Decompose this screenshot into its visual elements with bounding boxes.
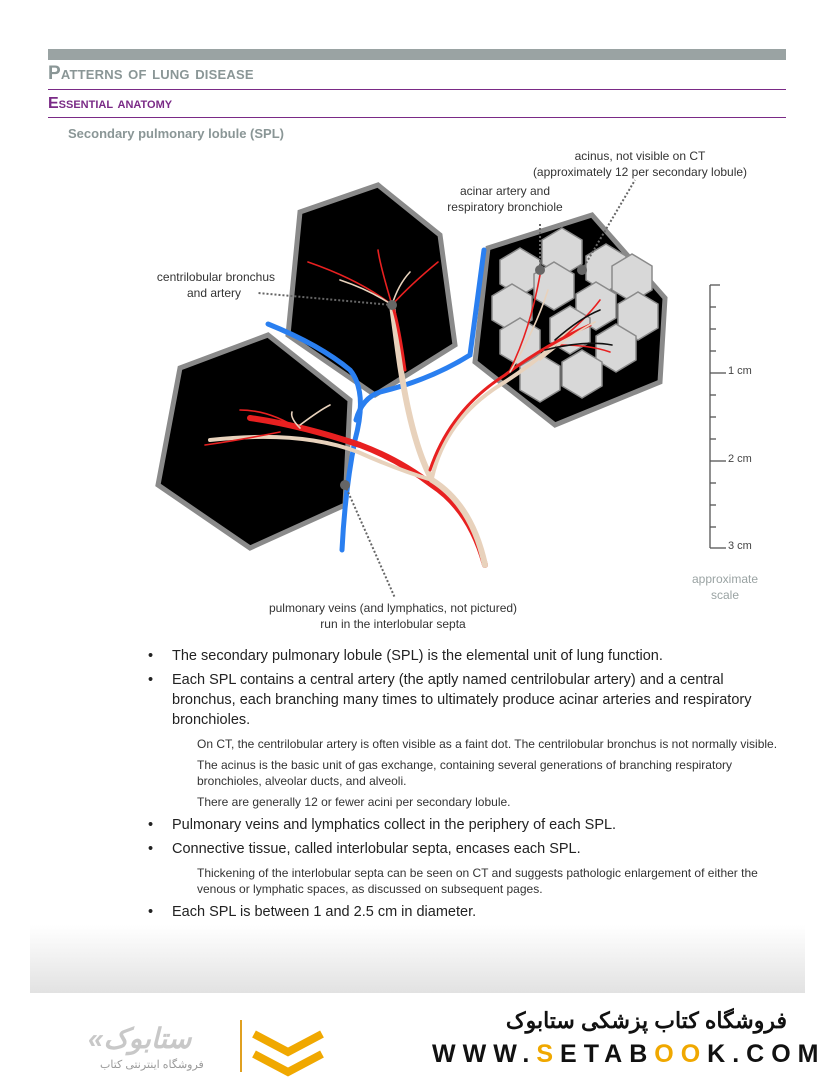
scale-tick-label: 1 cm bbox=[728, 365, 752, 377]
chevron-logo-icon bbox=[252, 1030, 324, 1077]
header-bar bbox=[48, 49, 786, 60]
acinus-label: acinus, not visible on CT (approximately… bbox=[520, 148, 760, 180]
scale-caption: approximate scale bbox=[680, 571, 770, 603]
acinus-label-line: (approximately 12 per secondary lobule) bbox=[532, 165, 748, 179]
sub-list: Thickening of the interlobular septa can… bbox=[172, 865, 786, 897]
bullet-text: Connective tissue, called interlobular s… bbox=[172, 841, 581, 857]
url-part: WWW. bbox=[432, 1040, 537, 1068]
bullet-text: Each SPL contains a central artery (the … bbox=[172, 672, 752, 728]
veins-label-line: pulmonary veins (and lymphatics, not pic… bbox=[268, 601, 518, 615]
veins-label: pulmonary veins (and lymphatics, not pic… bbox=[243, 600, 543, 632]
pulmonary-veins bbox=[265, 247, 487, 553]
url-part: O bbox=[680, 1040, 708, 1068]
sub-item: There are generally 12 or fewer acini pe… bbox=[197, 795, 511, 809]
sub-item: Thickening of the interlobular septa can… bbox=[197, 866, 758, 896]
scale-tick-label: 2 cm bbox=[728, 453, 752, 465]
bullet-item: Connective tissue, called interlobular s… bbox=[146, 839, 786, 897]
divider bbox=[48, 117, 786, 118]
sub-item: The acinus is the basic unit of gas exch… bbox=[197, 758, 732, 788]
centrilobular-label: centrilobular bronchus and artery bbox=[120, 269, 275, 301]
section-title: Essential anatomy bbox=[48, 95, 173, 112]
sub-list: On CT, the centrilobular artery is often… bbox=[172, 736, 786, 810]
leader-lines bbox=[257, 179, 636, 599]
sub-item: On CT, the centrilobular artery is often… bbox=[197, 737, 778, 751]
url-part: O bbox=[654, 1040, 681, 1068]
url-part: ETAB bbox=[560, 1040, 655, 1068]
bullet-item: Each SPL contains a central artery (the … bbox=[146, 670, 786, 810]
scale-caption-line: approximate bbox=[691, 572, 759, 586]
fine-branches bbox=[204, 249, 613, 446]
url-part: K.COM bbox=[707, 1040, 826, 1068]
bullet-text: Each SPL is between 1 and 2.5 cm in diam… bbox=[172, 904, 477, 920]
acinar-label-line: respiratory bronchiole bbox=[447, 200, 563, 214]
footer-gradient bbox=[30, 925, 805, 993]
footer bbox=[0, 993, 835, 1080]
acinar-label: acinar artery and respiratory bronchiole bbox=[430, 183, 580, 215]
centrilobular-label-line: centrilobular bronchus bbox=[156, 270, 275, 284]
scale-bar bbox=[709, 284, 726, 549]
veins-label-line: run in the interlobular septa bbox=[320, 617, 466, 631]
divider bbox=[48, 89, 786, 90]
store-logo-text: «ستابوک bbox=[88, 1023, 192, 1054]
scale-tick-label: 3 cm bbox=[728, 540, 752, 552]
acinus-label-line: acinus, not visible on CT bbox=[574, 149, 706, 163]
bullet-item: Pulmonary veins and lymphatics collect i… bbox=[146, 815, 786, 835]
bullet-list: The secondary pulmonary lobule (SPL) is … bbox=[146, 646, 786, 926]
store-logo-subtitle: فروشگاه اینترنتی کتاب bbox=[100, 1059, 204, 1071]
spl-diagram bbox=[155, 179, 726, 599]
acinar-marker bbox=[535, 265, 545, 275]
acinus-marker bbox=[577, 265, 587, 275]
logo-divider bbox=[240, 1020, 242, 1072]
store-url: WWW.SETABOOK.COM bbox=[432, 1040, 825, 1069]
scale-caption-line: scale bbox=[710, 588, 739, 602]
subsection-title: Secondary pulmonary lobule (SPL) bbox=[68, 126, 284, 141]
bullet-item: Each SPL is between 1 and 2.5 cm in diam… bbox=[146, 902, 786, 922]
vein-marker bbox=[340, 480, 350, 490]
bullet-text: Pulmonary veins and lymphatics collect i… bbox=[172, 817, 617, 833]
acinar-label-line: acinar artery and bbox=[459, 184, 551, 198]
centrilobular-label-line: and artery bbox=[186, 286, 241, 300]
store-name: فروشگاه کتاب پزشکی ستابوک bbox=[505, 1008, 787, 1033]
chapter-title: Patterns of lung disease bbox=[48, 63, 254, 84]
bullet-item: The secondary pulmonary lobule (SPL) is … bbox=[146, 646, 786, 666]
centrilobular-marker bbox=[387, 300, 397, 310]
url-part: S bbox=[536, 1040, 561, 1068]
bullet-text: The secondary pulmonary lobule (SPL) is … bbox=[172, 648, 663, 664]
